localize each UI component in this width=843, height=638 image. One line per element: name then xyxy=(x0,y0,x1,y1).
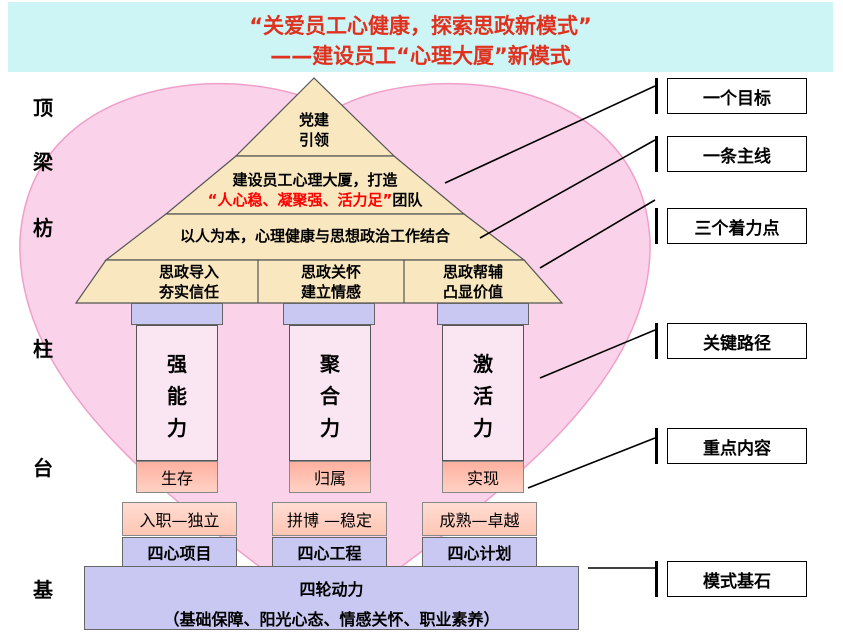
pillar-2-force-char: 力 xyxy=(320,416,340,440)
side-label-liang: 梁 xyxy=(33,150,53,174)
right-label-mainline: 一条主线 xyxy=(667,136,807,172)
pillar-3-force-char: 活 xyxy=(473,384,493,408)
pillar-shaft: 激 活 力 xyxy=(442,325,524,461)
roof-cell-2: 思政关怀 建立情感 xyxy=(272,262,390,302)
pillar-2-project: 四心工程 xyxy=(272,537,387,567)
pillar-3-goal: 实现 xyxy=(442,461,524,493)
bracket-tick xyxy=(655,208,658,244)
roof-cell-1: 思政导入 夯实信任 xyxy=(130,262,248,302)
pillar-1-project: 四心项目 xyxy=(122,537,237,567)
side-label-ji: 基 xyxy=(33,578,53,602)
pillar-capital xyxy=(437,303,529,325)
pillar-capital xyxy=(131,303,223,325)
title-line-2: ——建设员工“心理大厦”新模式 xyxy=(270,44,571,68)
roof-cell-3-line-1: 思政帮辅 xyxy=(442,263,503,281)
side-label-ding: 顶 xyxy=(33,96,53,120)
pillar-capital xyxy=(283,303,375,325)
roof-apex-line-2: 引领 xyxy=(298,131,329,149)
title-line-1: “关爱员工心健康，探索思政新模式” xyxy=(249,14,592,38)
pillar-1-force-char: 能 xyxy=(167,384,187,408)
roof-tier-3-text: 以人为本，心理健康与思想政治工作结合 xyxy=(179,227,450,245)
roof-tier-2-tail: 团队 xyxy=(392,191,423,209)
title-banner: “关爱员工心健康，探索思政新模式” ——建设员工“心理大厦”新模式 xyxy=(8,2,833,72)
side-label-tai: 台 xyxy=(33,456,53,480)
foundation-detail: （基础保障、阳光心态、情感关怀、职业素养） xyxy=(163,610,500,629)
roof-cell-1-line-1: 思政导入 xyxy=(158,263,219,281)
pillar-3-project: 四心计划 xyxy=(422,537,537,567)
pillar-2-goal: 归属 xyxy=(289,461,371,493)
right-label-goal: 一个目标 xyxy=(667,78,807,114)
bracket-tick xyxy=(655,78,658,114)
roof-tier-2-slogan: “人心稳、凝聚强、活力足” xyxy=(207,191,393,209)
foundation-title: 四轮动力 xyxy=(299,580,364,599)
pillar-1-force-char: 力 xyxy=(167,416,187,440)
bracket-tick xyxy=(655,428,658,464)
connector-lines xyxy=(444,85,656,569)
bracket-tick xyxy=(655,561,658,597)
pillar-1-goal: 生存 xyxy=(136,461,218,493)
roof-tier-4 xyxy=(74,259,564,304)
pillar-1-force-char: 强 xyxy=(167,352,187,376)
roof-apex-line-1: 党建 xyxy=(298,111,329,129)
roof-cell-3-line-2: 凸显价值 xyxy=(442,283,503,301)
roof-apex-text: 党建 引领 xyxy=(274,110,354,150)
pillar-3-force-char: 激 xyxy=(473,352,493,376)
roof-cell-2-line-1: 思政关怀 xyxy=(300,263,361,281)
roof-cell-1-line-2: 夯实信任 xyxy=(158,283,219,301)
pillar-shaft: 强 能 力 xyxy=(136,325,218,461)
pillar-3-force-char: 力 xyxy=(473,416,493,440)
roof-cell-3: 思政帮辅 凸显价值 xyxy=(414,262,532,302)
side-label-zhu: 柱 xyxy=(33,337,53,361)
bracket-tick xyxy=(655,136,658,172)
right-label-key-content: 重点内容 xyxy=(667,428,807,464)
right-label-key-path: 关键路径 xyxy=(667,323,807,359)
roof-tier-2-line-1: 建设员工心理大厦，打造 xyxy=(232,171,398,189)
foundation-base: 四轮动力 （基础保障、阳光心态、情感关怀、职业素养） xyxy=(84,566,579,630)
side-label-fang: 枋 xyxy=(33,216,53,240)
pillar-3-stage: 成熟—卓越 xyxy=(422,502,537,536)
bracket-tick xyxy=(655,323,658,359)
pillar-1-stage: 入职—独立 xyxy=(122,502,237,536)
pillar-2-force-char: 合 xyxy=(320,384,340,408)
right-label-foundation: 模式基石 xyxy=(667,561,807,597)
roof-tier-2-text: 建设员工心理大厦，打造 “人心稳、凝聚强、活力足”团队 xyxy=(180,170,450,210)
pillar-2-force-char: 聚 xyxy=(320,352,340,376)
right-label-focus-points: 三个着力点 xyxy=(667,208,807,244)
pillar-2-stage: 拼博 —稳定 xyxy=(272,502,387,536)
roof-cell-2-line-2: 建立情感 xyxy=(300,283,361,301)
pillar-shaft: 聚 合 力 xyxy=(289,325,371,461)
